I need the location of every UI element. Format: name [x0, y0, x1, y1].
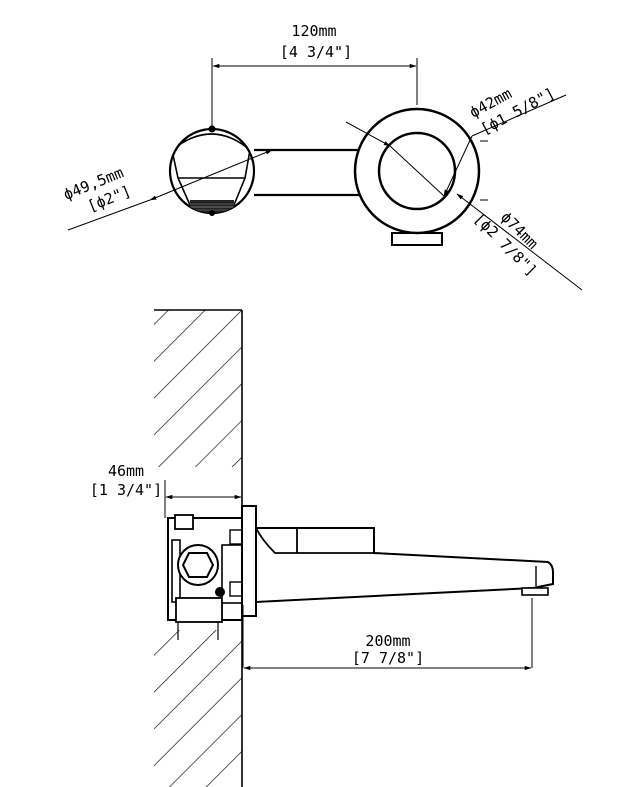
valve-body — [167, 514, 243, 640]
spout-reach-mm-label: 200mm — [365, 632, 410, 650]
spout-reach-dimension: 200mm [7 7/8"] — [242, 598, 533, 671]
side-view: 46mm [1 3/4"] — [90, 309, 554, 787]
spout-top-view — [353, 107, 488, 246]
spacing-dimension: 120mm [4 3/4"] — [211, 22, 418, 130]
wall-depth-dimension: 46mm [1 3/4"] — [90, 462, 242, 518]
spout-reach-in-label: [7 7/8"] — [352, 649, 424, 667]
top-view: 120mm [4 3/4"] — [61, 22, 583, 291]
wall-depth-in-label: [1 3/4"] — [90, 481, 162, 499]
spout-side-view — [241, 505, 554, 617]
spacing-mm-label: 120mm — [291, 22, 336, 40]
spacing-in-label: [4 3/4"] — [280, 43, 352, 61]
wall-depth-mm-label: 46mm — [108, 462, 144, 480]
handle-top-view — [168, 125, 256, 216]
connecting-pipe — [254, 148, 360, 197]
spout-outer-diameter-dimension: ϕ74mm [ϕ2 7/8"] — [456, 193, 583, 291]
